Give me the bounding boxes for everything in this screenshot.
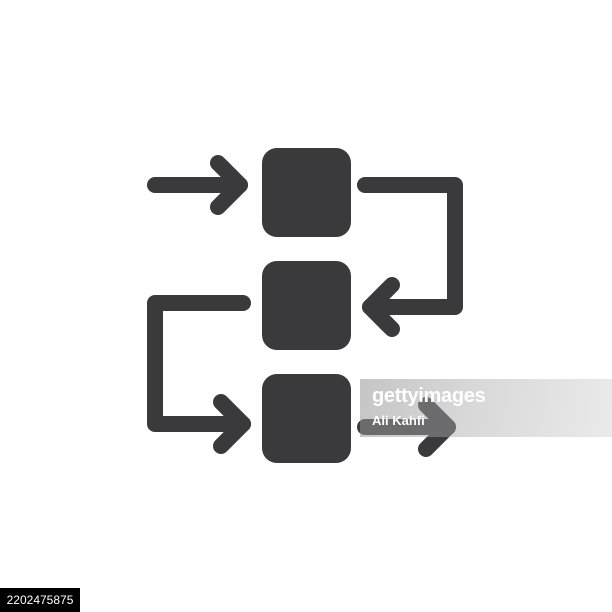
- watermark-credit: Ali Kahfi: [372, 413, 425, 428]
- process-step-box-2: [262, 261, 351, 350]
- connector-arrow-1-2-icon: [357, 177, 463, 337]
- watermark-brand: gettyimages: [372, 385, 486, 407]
- stock-image-id: 2202475875: [0, 588, 80, 612]
- watermark-banner: gettyimages Ali Kahfi: [360, 379, 612, 437]
- process-step-box-3: [262, 374, 351, 463]
- connector-arrow-2-3-icon: [147, 295, 251, 454]
- process-step-box-1: [262, 148, 351, 237]
- input-arrow-icon: [147, 155, 248, 215]
